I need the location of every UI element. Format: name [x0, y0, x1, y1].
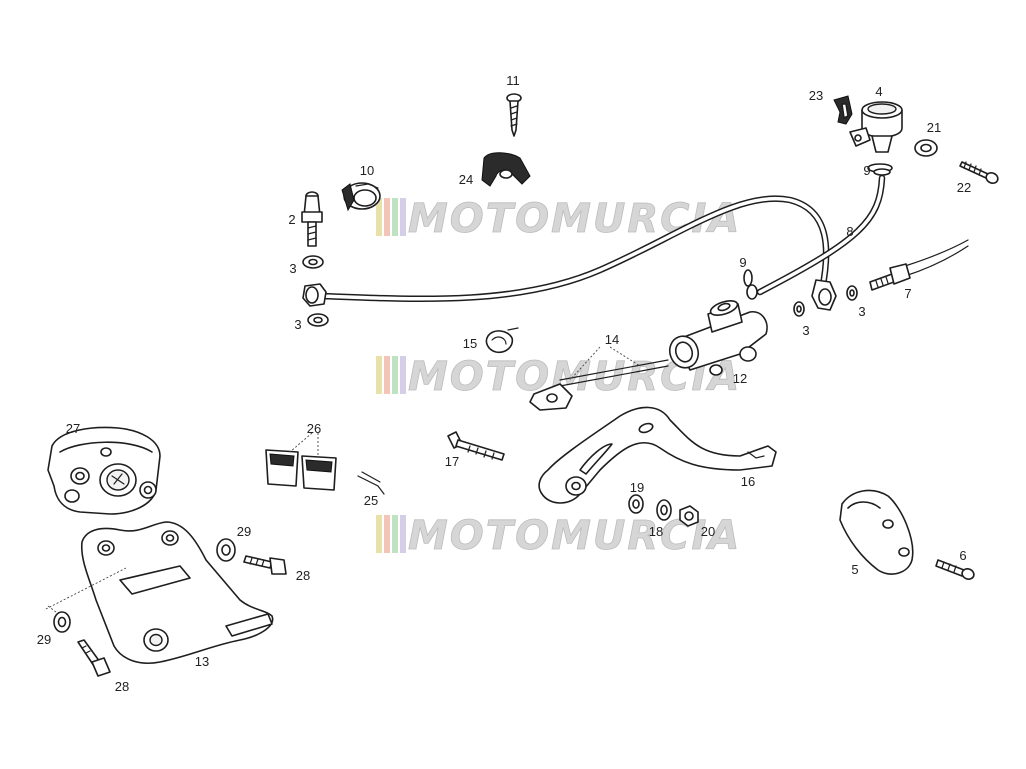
leader-line: [43, 567, 127, 611]
master-cylinder-12: [668, 300, 768, 376]
cover-5: [839, 489, 914, 575]
push-rod-14: [529, 359, 669, 411]
callout-label: 20: [701, 524, 715, 539]
washer-3-upper-left: [302, 255, 324, 269]
callout-label: 24: [459, 172, 473, 187]
clip-9-middle: [743, 269, 758, 300]
washer-21: [914, 139, 938, 157]
reservoir-4: [849, 101, 903, 153]
bracket-plate-13: [80, 521, 274, 664]
clip-9-top: [867, 163, 893, 176]
screw-6: [935, 559, 975, 580]
banjo-bolt-7: [869, 263, 911, 291]
watermark-text: MOTOMURCIA: [408, 196, 741, 242]
leader-line: [47, 605, 57, 613]
callout-label: 26: [307, 421, 321, 436]
callout-label: 3: [802, 323, 809, 338]
washer-18: [656, 499, 672, 521]
washer-3-right: [846, 285, 858, 301]
leader-line: [609, 346, 641, 367]
reservoir-hose: [756, 174, 886, 296]
washer-3-middle-right: [793, 301, 805, 317]
caliper-27: [47, 426, 161, 515]
callout-label: 4: [875, 84, 882, 99]
callout-label: 17: [445, 454, 459, 469]
callout-label: 8: [846, 224, 853, 239]
clamp-24: [481, 152, 531, 187]
callout-label: 15: [463, 336, 477, 351]
callout-label: 13: [195, 654, 209, 669]
leader-line: [289, 432, 313, 453]
bolt-17: [447, 431, 505, 461]
bracket-23: [833, 95, 853, 125]
callout-label: 3: [289, 261, 296, 276]
callout-label: 7: [904, 286, 911, 301]
callout-label: 11: [506, 73, 520, 88]
washer-29-left: [53, 611, 71, 633]
callout-label: 29: [37, 632, 51, 647]
callout-label: 16: [741, 474, 755, 489]
callout-label: 9: [739, 255, 746, 270]
hose-right: [904, 239, 969, 277]
callout-label: 6: [959, 548, 966, 563]
callout-label: 28: [115, 679, 129, 694]
brake-pads-26: [265, 449, 337, 491]
callout-label: 21: [927, 120, 941, 135]
hose-clip-10: [341, 182, 381, 212]
callout-label: 23: [809, 88, 823, 103]
callout-label: 18: [649, 524, 663, 539]
screw-11: [506, 93, 522, 137]
spring-15: [485, 327, 519, 354]
callout-label: 3: [858, 304, 865, 319]
callout-label: 10: [360, 163, 374, 178]
brake-pedal-16: [538, 406, 777, 504]
callout-label: 22: [957, 180, 971, 195]
screw-22: [959, 161, 999, 184]
brake-hose: [302, 195, 837, 311]
callout-label: 29: [237, 524, 251, 539]
callout-label: 19: [630, 480, 644, 495]
callout-label: 14: [605, 332, 619, 347]
washer-29-right: [216, 538, 236, 562]
washer-3-lower-left: [307, 313, 329, 327]
leader-line: [569, 346, 601, 381]
pin-25: [357, 471, 385, 495]
callout-label: 25: [364, 493, 378, 508]
washer-19: [628, 494, 644, 514]
callout-label: 5: [851, 562, 858, 577]
callout-label: 9: [863, 163, 870, 178]
callout-label: 27: [66, 421, 80, 436]
watermark-top: MOTOMURCIA: [376, 196, 741, 242]
callout-label: 2: [288, 212, 295, 227]
callout-label: 28: [296, 568, 310, 583]
bolt-28-left: [77, 639, 111, 677]
bleed-valve-2: [301, 191, 323, 247]
callout-label: 12: [733, 371, 747, 386]
callout-label: 3: [294, 317, 301, 332]
bolt-28-right: [243, 555, 287, 575]
nut-20: [679, 505, 699, 527]
